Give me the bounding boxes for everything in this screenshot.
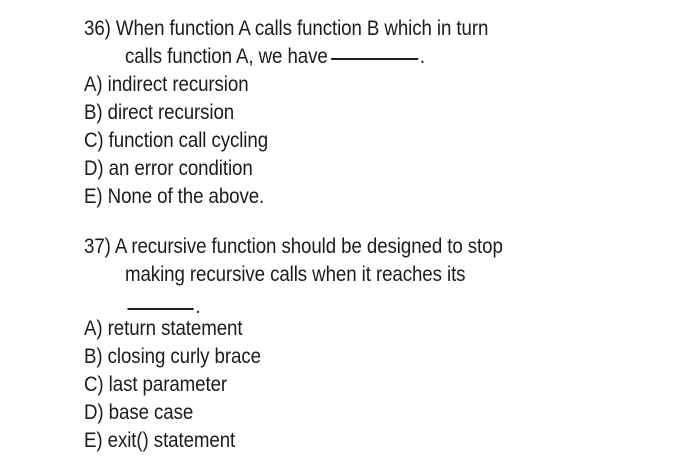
question-36-option-a-text: indirect recursion bbox=[107, 72, 249, 96]
question-36-option-e-text: None of the above. bbox=[107, 184, 265, 208]
question-36-stem-line-1: 36) When function A calls function B whi… bbox=[84, 14, 488, 42]
question-36-option-b-letter: B) bbox=[84, 100, 103, 124]
question-37-option-c-text: last parameter bbox=[108, 372, 228, 396]
question-37-stem-text-1: A recursive function should be designed … bbox=[114, 234, 503, 258]
question-36-option-c[interactable]: C) function call cycling bbox=[84, 126, 268, 154]
question-37-stem-line-2: making recursive calls when it reaches i… bbox=[125, 260, 466, 288]
question-37-option-c-letter: C) bbox=[84, 372, 104, 396]
question-37-option-e-text: exit() statement bbox=[107, 428, 236, 452]
question-37-option-a-letter: A) bbox=[84, 316, 103, 340]
question-36-number: 36) bbox=[84, 16, 111, 40]
question-36-option-a[interactable]: A) indirect recursion bbox=[84, 70, 249, 98]
question-37-option-e-letter: E) bbox=[84, 428, 103, 452]
question-36-option-b-text: direct recursion bbox=[107, 100, 235, 124]
question-36-option-d[interactable]: D) an error condition bbox=[84, 154, 253, 182]
question-37-option-a[interactable]: A) return statement bbox=[84, 314, 243, 342]
question-36-option-d-letter: D) bbox=[84, 156, 104, 180]
question-36-stem-line-2: calls function A, we have. bbox=[125, 42, 425, 70]
question-37-stem-text-2: making recursive calls when it reaches i… bbox=[125, 262, 466, 286]
question-37-option-d-letter: D) bbox=[84, 400, 104, 424]
question-37-number: 37) bbox=[84, 234, 111, 258]
question-36-option-b[interactable]: B) direct recursion bbox=[84, 98, 234, 126]
question-36-option-e[interactable]: E) None of the above. bbox=[84, 182, 264, 210]
question-36-stem-text-1: When function A calls function B which i… bbox=[115, 16, 489, 40]
question-36-option-a-letter: A) bbox=[84, 72, 103, 96]
question-37-answer-blank bbox=[127, 308, 194, 310]
question-36-option-c-letter: C) bbox=[84, 128, 104, 152]
question-37-option-d[interactable]: D) base case bbox=[84, 398, 193, 426]
question-37-option-d-text: base case bbox=[108, 400, 194, 424]
question-37-option-a-text: return statement bbox=[107, 316, 243, 340]
question-36-option-e-letter: E) bbox=[84, 184, 103, 208]
question-37-period: . bbox=[195, 294, 201, 318]
question-37-option-c[interactable]: C) last parameter bbox=[84, 370, 227, 398]
question-36-period: . bbox=[419, 44, 426, 68]
question-37-option-b[interactable]: B) closing curly brace bbox=[84, 342, 261, 370]
question-37-blank-line: . bbox=[124, 292, 201, 320]
question-37-stem-line-1: 37) A recursive function should be desig… bbox=[84, 232, 503, 260]
question-36-option-c-text: function call cycling bbox=[108, 128, 269, 152]
question-36-stem-text-2: calls function A, we have bbox=[125, 44, 328, 68]
question-36-answer-blank bbox=[331, 58, 419, 60]
question-36-option-d-text: an error condition bbox=[108, 156, 253, 180]
question-37-option-b-letter: B) bbox=[84, 344, 103, 368]
question-37-option-b-text: closing curly brace bbox=[107, 344, 261, 368]
question-37-option-e[interactable]: E) exit() statement bbox=[84, 426, 235, 454]
